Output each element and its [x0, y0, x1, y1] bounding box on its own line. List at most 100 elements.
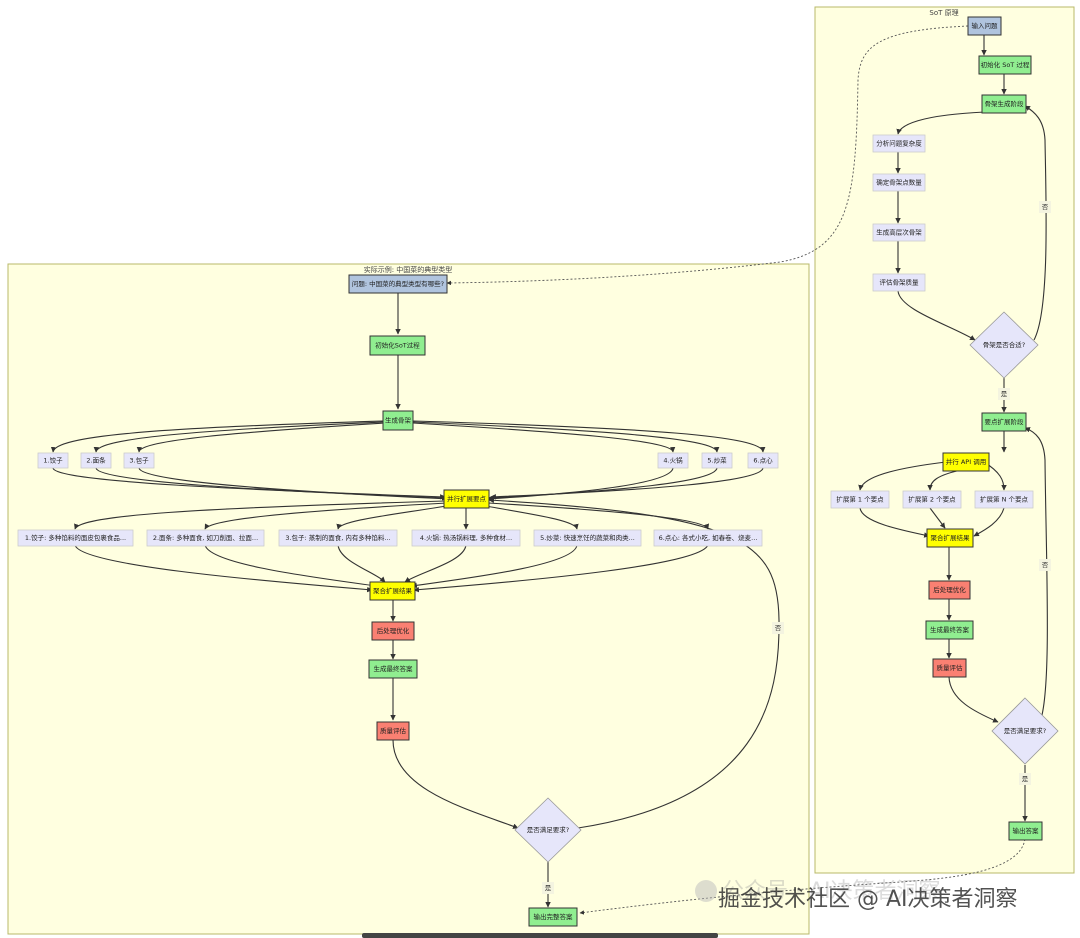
node-expanded-3[interactable]: 3.包子: 蒸制的面食, 内有多种馅料... [278, 529, 398, 547]
node-output-left[interactable]: 输出完整答案 [528, 907, 578, 927]
svg-text:后处理优化: 后处理优化 [933, 585, 966, 594]
left-yes-label: 是 [545, 884, 552, 892]
node-final-answer-right[interactable]: 生成最终答案 [925, 620, 974, 640]
svg-text:聚合扩展结果: 聚合扩展结果 [931, 533, 971, 542]
svg-text:是否满足要求?: 是否满足要求? [1004, 726, 1046, 735]
svg-text:输入问题: 输入问题 [972, 21, 999, 30]
right-yes-label-2: 是 [1022, 775, 1029, 783]
right-yes-label-2-bg [1019, 773, 1031, 785]
svg-text:质量评估: 质量评估 [937, 663, 964, 672]
node-skeleton-4[interactable]: 4.火锅 [657, 452, 689, 469]
node-expanded-1[interactable]: 1.饺子: 多种馅料的面皮包裹食品... [17, 529, 134, 547]
svg-text:6.点心: 6.点心 [753, 457, 773, 465]
node-analyze-complexity[interactable]: 分析问题复杂度 [872, 134, 926, 153]
node-input[interactable]: 输入问题 [967, 16, 1002, 36]
node-skeleton-6[interactable]: 6.点心 [747, 452, 779, 469]
node-determine-count[interactable]: 确定骨架点数量 [872, 173, 926, 192]
svg-text:4.火锅: 热汤锅料理, 多种食材...: 4.火锅: 热汤锅料理, 多种食材... [420, 533, 512, 542]
node-quality-left[interactable]: 质量评估 [376, 721, 410, 741]
node-output-right[interactable]: 输出答案 [1008, 821, 1043, 841]
node-point-expand-stage[interactable]: 要点扩展阶段 [981, 412, 1027, 432]
svg-text:生成最终答案: 生成最终答案 [374, 664, 414, 673]
node-expanded-5[interactable]: 5.炒菜: 快速烹饪的蔬菜和肉类... [533, 529, 642, 547]
svg-text:生成最终答案: 生成最终答案 [930, 625, 970, 634]
svg-text:6.点心: 各式小吃, 如春卷、烧麦...: 6.点心: 各式小吃, 如春卷、烧麦... [659, 533, 758, 542]
node-skeleton-ok[interactable]: 骨架是否合适? [969, 311, 1039, 379]
right-yes-label-1-bg [998, 388, 1010, 400]
svg-text:骨架生成阶段: 骨架生成阶段 [985, 99, 1025, 108]
node-skeleton-2[interactable]: 2.面条 [80, 452, 112, 469]
node-check-right[interactable]: 是否满足要求? [991, 697, 1059, 765]
node-post-process-right[interactable]: 后处理优化 [928, 580, 971, 600]
watermark: 公众号 · AI决策者洞察 掘金技术社区 @ AI决策者洞察 [695, 879, 1018, 912]
right-no-label-2: 否 [1042, 561, 1049, 569]
left-no-label: 否 [775, 624, 782, 632]
node-parallel-api[interactable]: 并行 API 调用 [942, 452, 990, 472]
svg-text:4.火锅: 4.火锅 [663, 456, 683, 465]
watermark-text: 掘金技术社区 @ AI决策者洞察 [718, 887, 1018, 912]
svg-text:1.饺子: 多种馅料的面皮包裹食品...: 1.饺子: 多种馅料的面皮包裹食品... [25, 533, 126, 542]
svg-text:生成骨架: 生成骨架 [385, 416, 412, 425]
svg-text:是否满足要求?: 是否满足要求? [527, 825, 569, 834]
svg-text:5.炒菜: 5.炒菜 [707, 456, 727, 465]
node-quality-right[interactable]: 质量评估 [932, 658, 967, 678]
watermark-behind-text: 公众号 · AI决策者洞察 [722, 879, 941, 904]
right-no-label-2-bg [1039, 559, 1051, 571]
example-cluster-title: 实际示例: 中国菜的典型类型 [364, 265, 453, 274]
node-question[interactable]: 问题: 中国菜的典型类型有哪些? [348, 274, 448, 294]
wechat-icon [695, 880, 717, 902]
node-check-left[interactable]: 是否满足要求? [514, 797, 582, 863]
node-init-right[interactable]: 初始化 SoT 过程 [978, 55, 1032, 75]
node-generate-high-level[interactable]: 生成高层次骨架 [872, 223, 926, 242]
left-yes-label-bg [542, 882, 554, 894]
node-post-process-left[interactable]: 后处理优化 [371, 621, 415, 641]
right-no-label-1-bg [1039, 201, 1051, 213]
node-expanded-4[interactable]: 4.火锅: 热汤锅料理, 多种食材... [411, 529, 521, 547]
svg-text:聚合扩展结果: 聚合扩展结果 [373, 586, 413, 595]
node-merge-left[interactable]: 聚合扩展结果 [369, 581, 416, 601]
node-expanded-2[interactable]: 2.面条: 多种面食, 如刀削面、拉面... [146, 529, 265, 547]
right-no-label-1: 否 [1042, 203, 1049, 211]
svg-text:3.包子: 3.包子 [129, 456, 149, 465]
svg-text:扩展第 N 个要点: 扩展第 N 个要点 [980, 495, 1028, 504]
svg-text:2.面条: 2.面条 [86, 456, 106, 465]
node-init-left[interactable]: 初始化SoT过程 [369, 335, 426, 356]
svg-text:确定骨架点数量: 确定骨架点数量 [876, 178, 922, 187]
svg-text:1.饺子: 1.饺子 [43, 456, 63, 465]
svg-text:评估骨架质量: 评估骨架质量 [880, 278, 920, 287]
right-yes-label-1: 是 [1001, 390, 1008, 398]
horizontal-scrollbar[interactable] [362, 933, 718, 938]
svg-text:分析问题复杂度: 分析问题复杂度 [876, 139, 922, 148]
node-skeleton-3[interactable]: 3.包子 [123, 452, 155, 469]
node-merge-right[interactable]: 聚合扩展结果 [926, 528, 974, 548]
svg-text:质量评估: 质量评估 [380, 726, 407, 735]
svg-text:输出答案: 输出答案 [1013, 826, 1040, 835]
node-skeleton-stage[interactable]: 骨架生成阶段 [981, 94, 1027, 114]
svg-text:后处理优化: 后处理优化 [377, 626, 410, 635]
svg-text:要点扩展阶段: 要点扩展阶段 [985, 417, 1025, 426]
node-expand-point-1[interactable]: 扩展第 1 个要点 [830, 490, 890, 509]
svg-text:初始化 SoT 过程: 初始化 SoT 过程 [981, 60, 1030, 69]
left-no-label-bg [772, 622, 784, 634]
node-parallel-expand-left[interactable]: 并行扩展要点 [443, 489, 490, 509]
node-expand-point-2[interactable]: 扩展第 2 个要点 [902, 490, 962, 509]
sot-principle-cluster-title: SoT 原理 [929, 9, 958, 17]
node-skeleton-1[interactable]: 1.饺子 [37, 452, 69, 469]
svg-text:生成高层次骨架: 生成高层次骨架 [876, 228, 922, 237]
svg-text:扩展第 1 个要点: 扩展第 1 个要点 [836, 495, 884, 504]
svg-text:5.炒菜: 快速烹饪的蔬菜和肉类...: 5.炒菜: 快速烹饪的蔬菜和肉类... [540, 533, 635, 542]
output-to-final-link [579, 838, 1026, 915]
node-expand-point-n[interactable]: 扩展第 N 个要点 [974, 490, 1034, 509]
node-final-answer-left[interactable]: 生成最终答案 [368, 659, 418, 679]
node-evaluate-skeleton[interactable]: 评估骨架质量 [872, 273, 926, 292]
svg-text:3.包子: 蒸制的面食, 内有多种馅料...: 3.包子: 蒸制的面食, 内有多种馅料... [285, 533, 390, 542]
node-skeleton-5[interactable]: 5.炒菜 [701, 452, 733, 469]
svg-text:2.面条: 多种面食, 如刀削面、拉面...: 2.面条: 多种面食, 如刀削面、拉面... [153, 533, 258, 542]
left-edges [50, 293, 780, 908]
svg-text:并行 API 调用: 并行 API 调用 [946, 457, 986, 466]
node-expanded-6[interactable]: 6.点心: 各式小吃, 如春卷、烧麦... [653, 529, 763, 547]
svg-text:扩展第 2 个要点: 扩展第 2 个要点 [908, 495, 956, 504]
node-generate-skeleton[interactable]: 生成骨架 [382, 410, 414, 431]
svg-text:初始化SoT过程: 初始化SoT过程 [375, 341, 420, 350]
